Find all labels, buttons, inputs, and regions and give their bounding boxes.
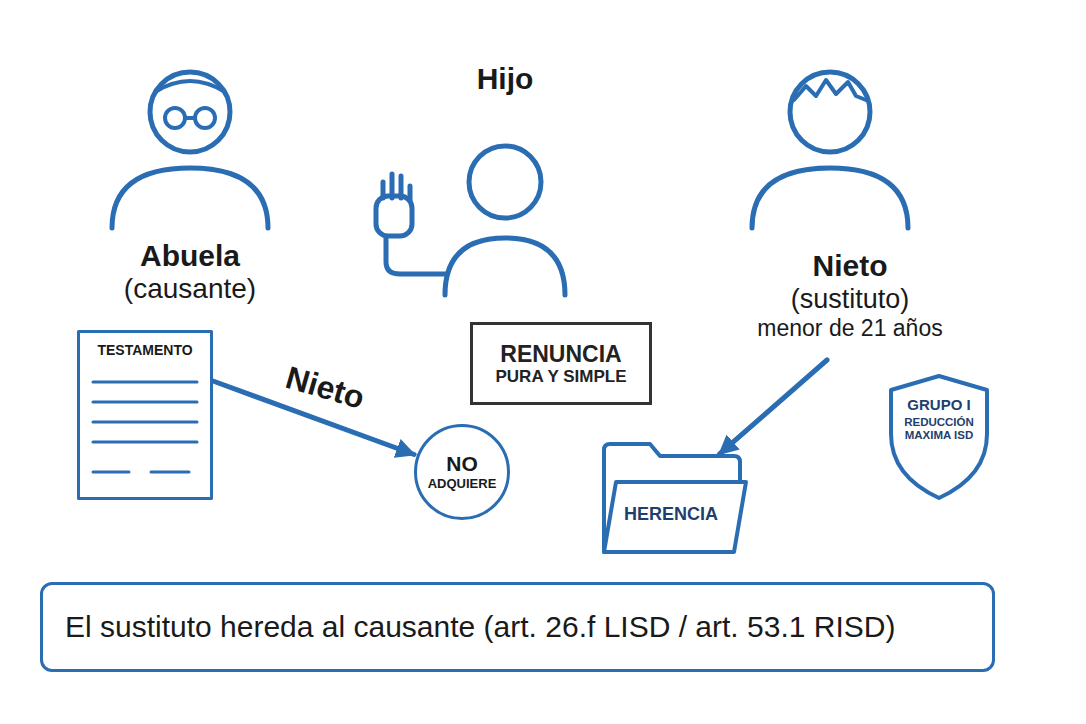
shoulders: [752, 168, 908, 228]
hair-line: [155, 81, 225, 92]
document-box: TESTAMENTO: [77, 330, 213, 500]
node-text: PURA Y SIMPLE: [496, 367, 627, 387]
person-caption: Abuela(causante): [95, 230, 285, 314]
node-title: Abuela: [140, 239, 240, 274]
folder-shape: HERENCIA: [598, 440, 750, 556]
status-circle: NOADQUIERE: [414, 424, 510, 520]
head: [469, 146, 541, 218]
outline-group: [891, 376, 987, 498]
node-text: (causante): [124, 273, 256, 305]
node-title: HERENCIA: [624, 504, 718, 525]
outline-group: [604, 444, 746, 552]
node-text: menor de 21 años: [757, 315, 942, 341]
shield-border: [891, 376, 987, 498]
text-line: [151, 471, 189, 474]
node-title: NO: [446, 452, 478, 476]
head: [150, 72, 230, 152]
son-figure: [376, 146, 565, 295]
hair: [794, 80, 866, 100]
text-line: [93, 381, 197, 384]
shield-badge: GRUPO I REDUCCIÓN MAXIMA ISD: [886, 372, 992, 502]
node-text: (sustituto): [791, 284, 910, 315]
conclusion-box: El sustituto hereda al causante (art. 26…: [40, 582, 995, 672]
node-title: TESTAMENTO: [97, 342, 192, 358]
palm: [376, 196, 412, 236]
shoulders: [445, 238, 565, 295]
outline-group: [79, 332, 212, 499]
node-title: Hijo: [477, 62, 534, 97]
fingers: [383, 174, 410, 200]
folder-front: [604, 482, 746, 552]
text-line: [93, 441, 197, 444]
text-line: [93, 401, 197, 404]
person-caption: Nieto(sustituto)menor de 21 años: [735, 230, 965, 360]
arrow-connector: [720, 360, 827, 454]
folder-outline: [598, 440, 750, 556]
glasses-lens: [165, 108, 185, 128]
node-title: Nieto: [813, 249, 888, 284]
process-box: RENUNCIAPURA Y SIMPLE: [470, 322, 652, 405]
node-title: GRUPO I: [907, 396, 970, 413]
person-caption: Hijo: [450, 56, 560, 102]
grandson-figure: [752, 72, 908, 228]
shoulders: [112, 168, 268, 228]
grandmother-figure: [112, 72, 268, 228]
node-text: REDUCCIÓN MAXIMA ISD: [897, 416, 981, 442]
node-title: El sustituto hereda al causante (art. 26…: [65, 610, 895, 645]
text-line: [93, 471, 129, 474]
raised-arm: [386, 236, 446, 274]
text-line: [93, 421, 197, 424]
glasses-bridge: [185, 116, 195, 120]
node-text: ADQUIERE: [428, 477, 497, 492]
page-border: [79, 332, 212, 499]
head: [790, 72, 870, 152]
glasses-lens: [195, 108, 215, 128]
edge-label: Nieto: [281, 360, 368, 416]
node-title: RENUNCIA: [500, 341, 621, 367]
